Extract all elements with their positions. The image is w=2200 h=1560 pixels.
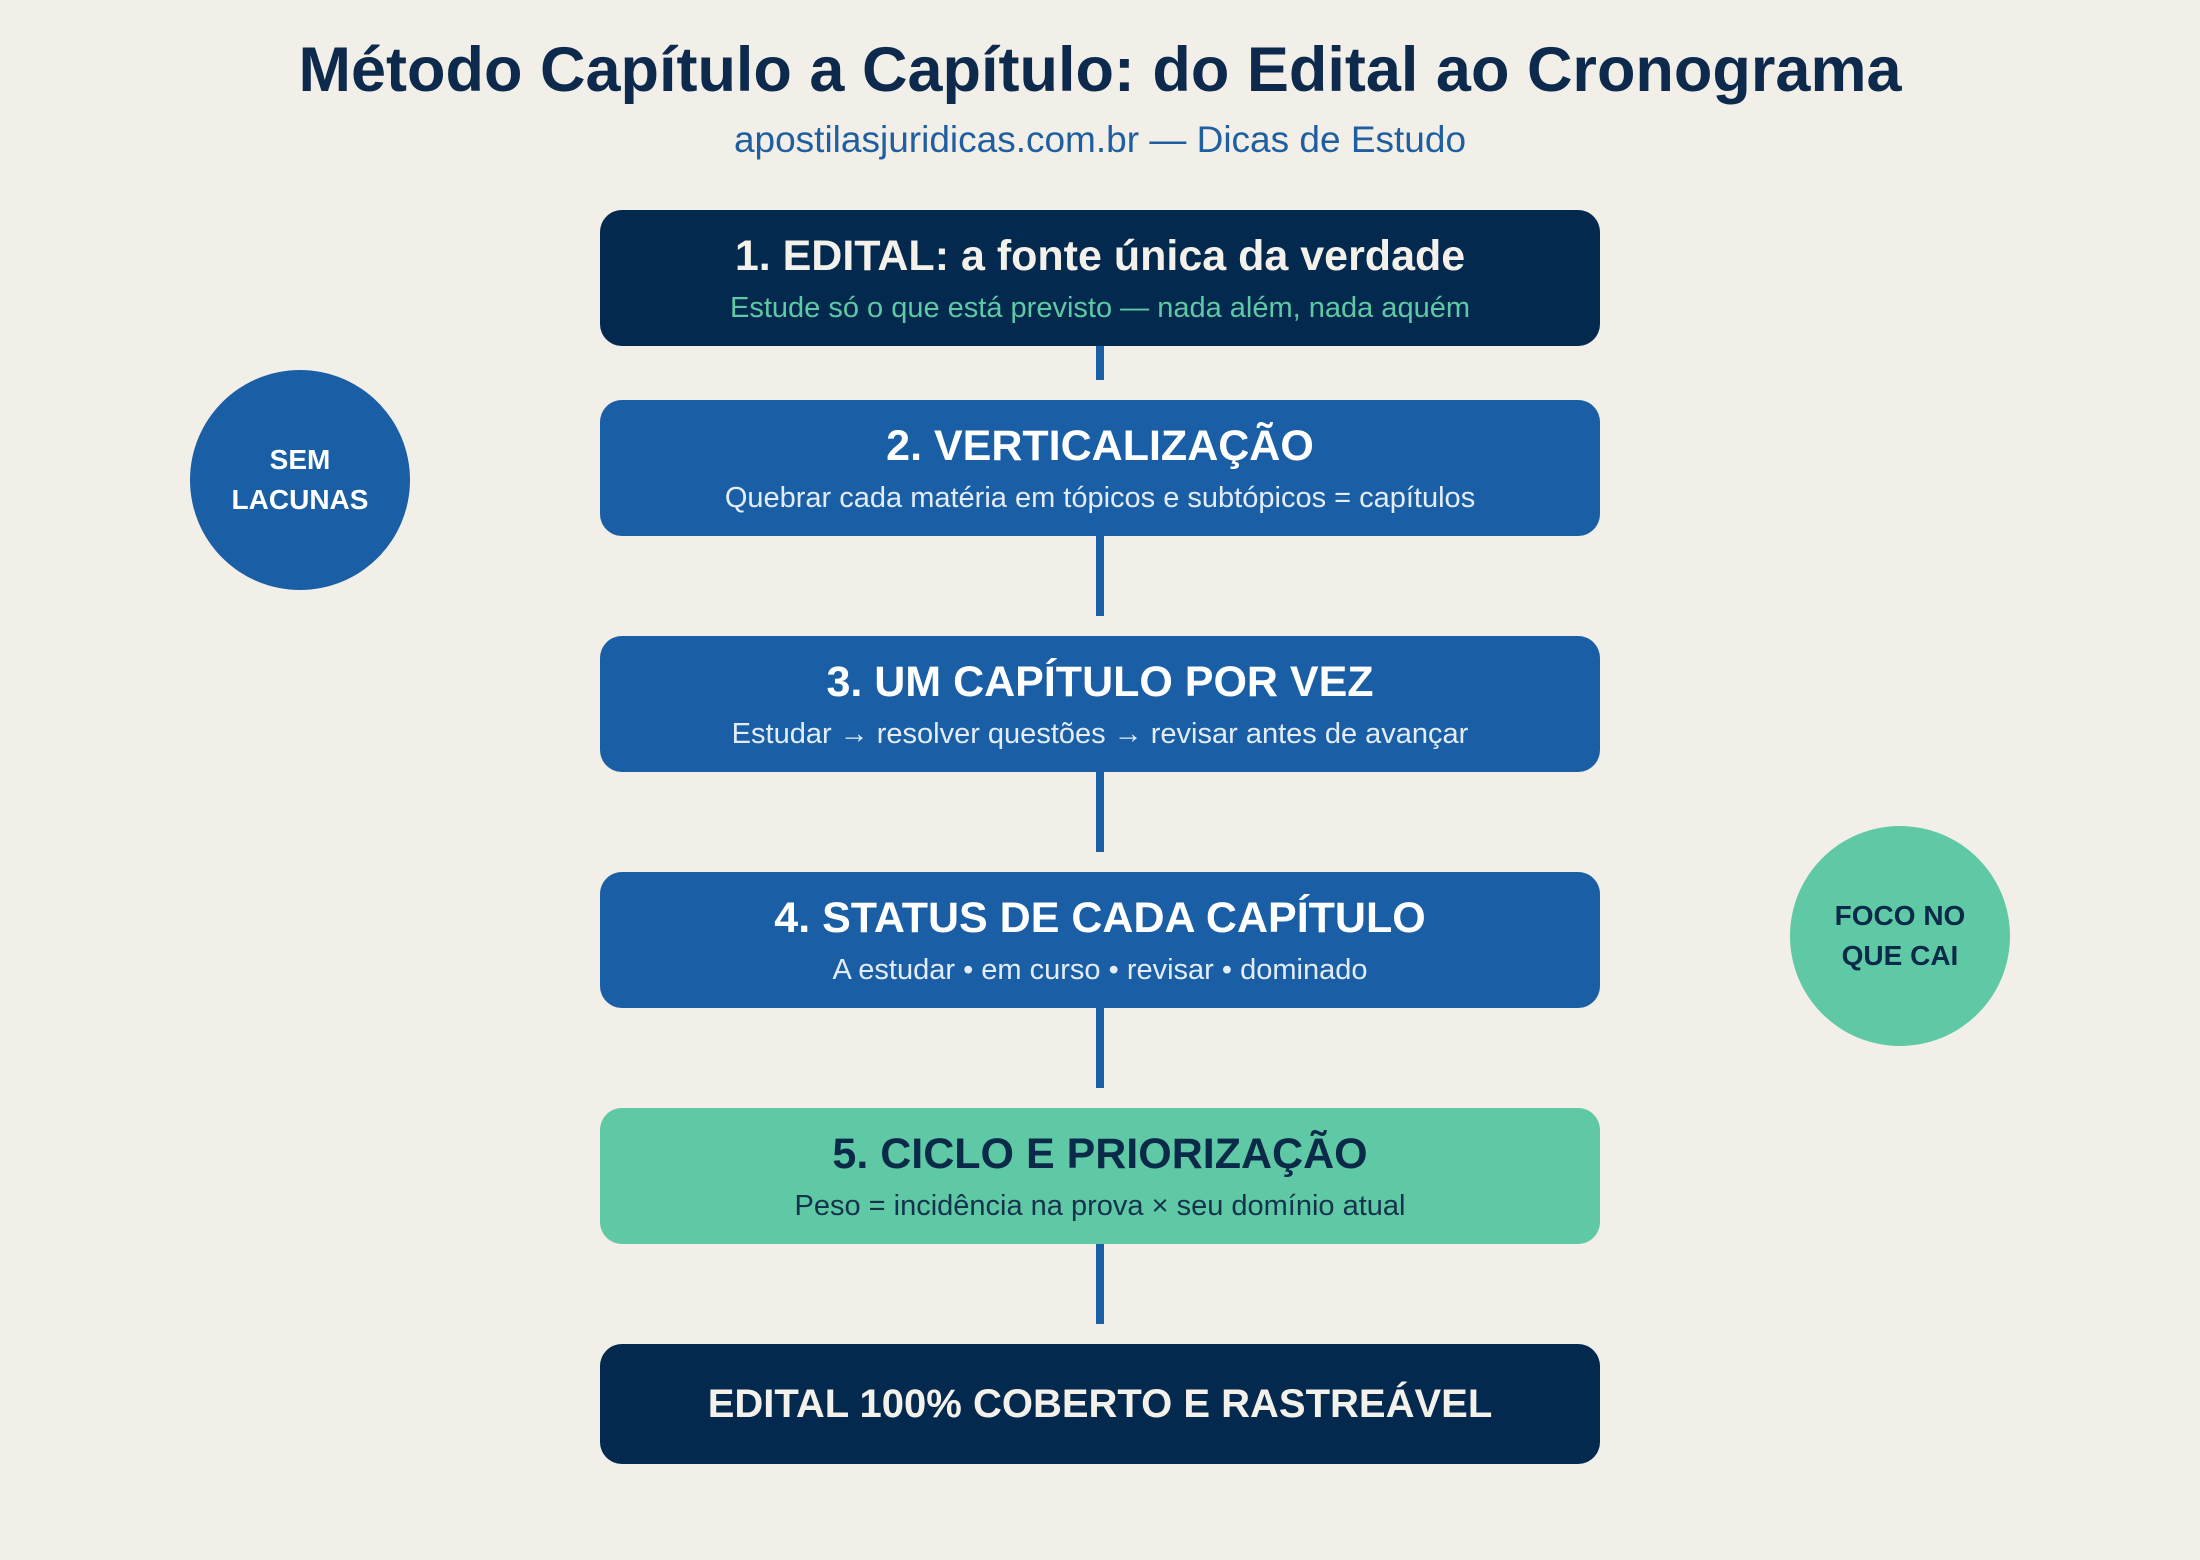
connector-5-result <box>1096 1242 1104 1324</box>
badge-foco: FOCO NO QUE CAI <box>1790 826 2010 1046</box>
step-title: 3. UM CAPÍTULO POR VEZ <box>826 658 1374 706</box>
step-title: 2. VERTICALIZAÇÃO <box>886 422 1314 470</box>
step-verticalizacao: 2. VERTICALIZAÇÃO Quebrar cada matéria e… <box>600 400 1600 536</box>
connector-3-4 <box>1096 770 1104 852</box>
step-description: Estude só o que está previsto — nada alé… <box>730 292 1470 324</box>
page-title: Método Capítulo a Capítulo: do Edital ao… <box>298 35 1902 105</box>
page-subtitle: apostilasjuridicas.com.br — Dicas de Est… <box>733 119 1467 160</box>
step-title: 1. EDITAL: a fonte única da verdade <box>734 232 1466 280</box>
step-title: 5. CICLO E PRIORIZAÇÃO <box>832 1130 1368 1178</box>
result-box: EDITAL 100% COBERTO E RASTREÁVEL <box>600 1344 1600 1464</box>
connector-1-2 <box>1096 344 1104 380</box>
step-description: Peso = incidência na prova × seu domínio… <box>794 1190 1406 1222</box>
connector-4-5 <box>1096 1006 1104 1088</box>
badge-label: SEM LACUNAS <box>231 444 369 515</box>
result-title: EDITAL 100% COBERTO E RASTREÁVEL <box>707 1382 1493 1426</box>
step-description: A estudar • em curso • revisar • dominad… <box>832 954 1368 986</box>
step-description: Quebrar cada matéria em tópicos e subtóp… <box>724 482 1476 514</box>
badge-sem-lacunas: SEM LACUNAS <box>190 370 410 590</box>
step-status: 4. STATUS DE CADA CAPÍTULO A estudar • e… <box>600 872 1600 1008</box>
step-ciclo: 5. CICLO E PRIORIZAÇÃO Peso = incidência… <box>600 1108 1600 1244</box>
step-edital: 1. EDITAL: a fonte única da verdade Estu… <box>600 210 1600 346</box>
step-um-capitulo: 3. UM CAPÍTULO POR VEZ Estudar → resolve… <box>600 636 1600 772</box>
badge-label: FOCO NO QUE CAI <box>1834 900 1966 971</box>
step-description: Estudar → resolver questões → revisar an… <box>731 718 1469 750</box>
step-title: 4. STATUS DE CADA CAPÍTULO <box>774 894 1426 942</box>
connector-2-3 <box>1096 534 1104 616</box>
